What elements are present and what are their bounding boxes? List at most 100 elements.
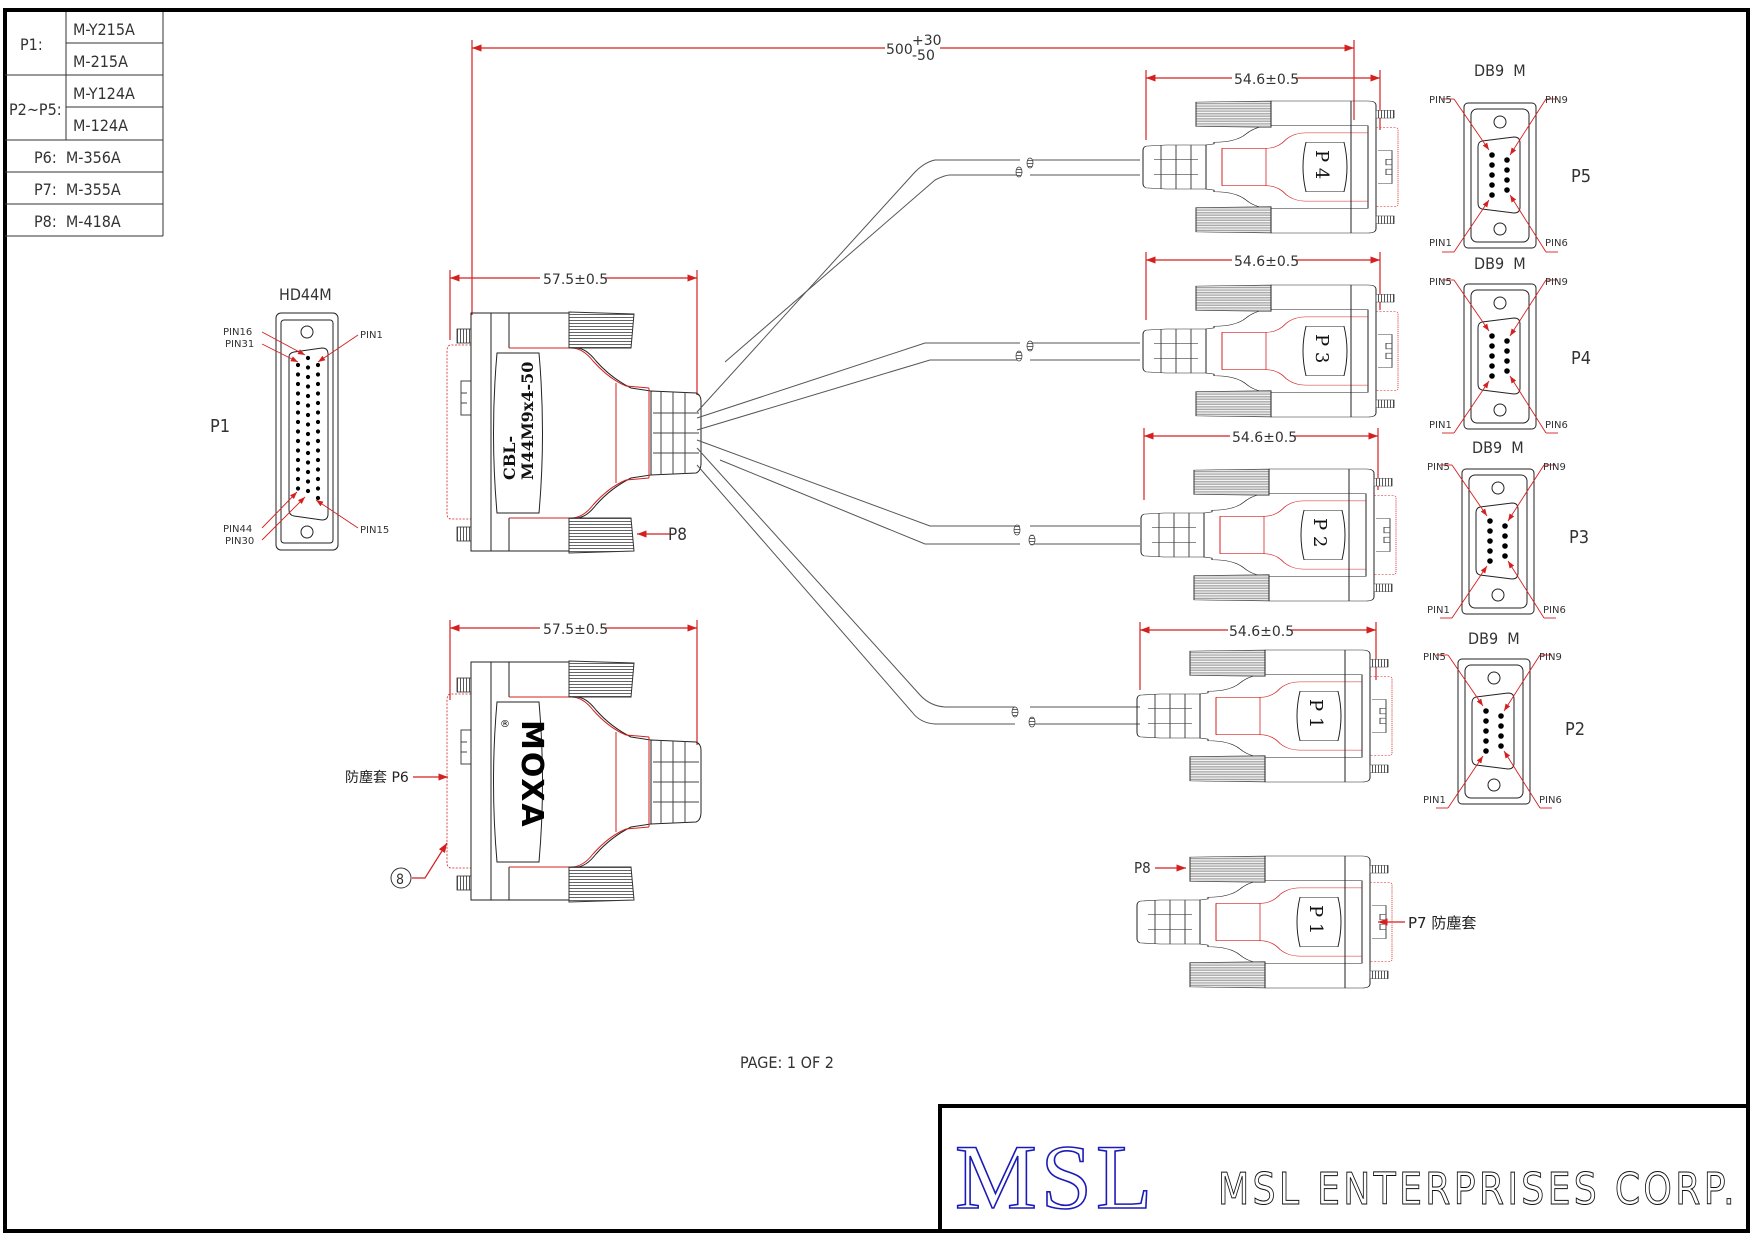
db9-p3-pin5: PIN5	[1427, 462, 1450, 473]
hd44-pin	[295, 467, 301, 472]
overall-length-dimension: 500 +30 -50	[471, 33, 1355, 315]
hd44-pin	[305, 479, 311, 484]
db9-pinout-p2-label: P2	[1565, 719, 1585, 740]
parts-value-m-y124a: M-Y124A	[73, 84, 135, 103]
db9-p5-pin6: PIN6	[1545, 238, 1568, 249]
callout-p7: P7 防塵套	[1408, 914, 1476, 932]
db9-p3-pin1: PIN1	[1427, 605, 1450, 616]
hd44-width-dimension: 57.5±0.5	[543, 272, 608, 288]
hd44-width-dimension-2: 57.5±0.5	[543, 622, 608, 638]
hd44m-pin31-label: PIN31	[225, 339, 254, 350]
hd44-pin	[295, 486, 301, 491]
hd44-pin	[305, 355, 311, 361]
parts-row-p8: P8: M-418A	[34, 212, 121, 231]
db9-connector-p3: 54.6±0.5 P 3	[1142, 252, 1399, 418]
parts-value-m-y215a: M-Y215A	[73, 20, 135, 39]
hd44-pin	[295, 400, 301, 406]
parts-table: P1: M-Y215A M-215A P2~P5: M-Y124A M-124A…	[5, 12, 164, 237]
hd44-pin	[315, 381, 321, 387]
db9-connector-label-p2: P 2	[1309, 518, 1330, 547]
db9-p4-pin1: PIN1	[1429, 420, 1452, 431]
parts-key-p2-p5: P2~P5:	[9, 100, 62, 119]
hd44-pin	[305, 422, 311, 427]
db9-width-dimension-p2: 54.6±0.5	[1232, 430, 1297, 446]
hd44-pin	[295, 362, 301, 368]
hd44-pin	[315, 457, 321, 463]
hd44-pin	[315, 448, 321, 453]
db9-p3-pin6: PIN6	[1543, 605, 1566, 616]
db9-connector-label-p3: P 3	[1311, 334, 1332, 363]
db9-connector-label-p4: P 4	[1311, 150, 1332, 179]
hd44-pin	[315, 476, 321, 482]
cable-part-label-line2: M44M9x4-50	[518, 362, 537, 480]
parts-key-p1: P1:	[20, 35, 43, 54]
hd44-pin	[295, 410, 301, 415]
hd44-pin	[305, 460, 311, 465]
db9-p4-pin9: PIN9	[1545, 277, 1568, 288]
db9-p5-pin1: PIN1	[1429, 238, 1452, 249]
hd44-pin	[295, 457, 301, 463]
hd44-pin	[305, 488, 311, 494]
db9-connector-label-detail: P 1	[1305, 905, 1326, 934]
sheet-border	[3, 8, 1750, 1233]
hd44-pin	[315, 429, 321, 434]
hd44-pin	[295, 448, 301, 453]
hd44-pin	[305, 374, 311, 380]
db9-width-dimension-p4: 54.6±0.5	[1234, 72, 1299, 88]
db9-pinout-p4-title: DB9 M	[1474, 254, 1526, 273]
db9-connector-detail: P 1 P8 P7 防塵套	[1134, 855, 1476, 989]
hd44-pin	[305, 384, 311, 389]
hd44-pin	[305, 441, 311, 446]
hd44-pin	[295, 419, 301, 425]
db9-p5-pin5: PIN5	[1429, 95, 1452, 106]
hd44m-pin15-label: PIN15	[360, 525, 389, 536]
hd44m-pin30-label: PIN30	[225, 536, 254, 547]
db9-pinout-p4-label: P4	[1571, 348, 1591, 369]
db9-p2-pin5: PIN5	[1423, 652, 1446, 663]
hd44-pin	[315, 410, 321, 415]
hd44-pin	[315, 362, 321, 368]
db9-p3-pin9: PIN9	[1543, 462, 1566, 473]
parts-row-p7: P7: M-355A	[34, 180, 121, 199]
hd44-pin	[295, 438, 301, 444]
company-name: MSL ENTERPRISES CORP.	[1218, 1164, 1738, 1215]
hd44-pin	[315, 438, 321, 444]
db9-p5-pin9: PIN9	[1545, 95, 1568, 106]
db9-pinout-p4: DB9 M PIN5 PIN9 PIN1 PIN6 P4	[1429, 254, 1591, 433]
db9-pinout-p2: DB9 M PIN5 PIN9 PIN1 PIN6 P2	[1423, 629, 1585, 808]
callout-p8-top: P8	[668, 525, 687, 545]
db9-pinout-p3: DB9 M PIN5 PIN9 PIN1 PIN6 P3	[1427, 438, 1589, 618]
db9-pinout-p5-title: DB9 M	[1474, 61, 1526, 80]
hd44-pin	[305, 431, 311, 437]
hd44-connector-moxa: 57.5±0.5 MOXA ® 防塵套 P6 8	[345, 620, 702, 903]
hd44m-title: HD44M	[279, 285, 332, 304]
db9-p2-pin9: PIN9	[1539, 652, 1562, 663]
item-8-number: 8	[396, 872, 404, 888]
hd44m-pinout: HD44M P1 PIN16 PIN31 PIN1 PIN44 PIN30 PI…	[210, 285, 389, 551]
db9-width-dimension-p1: 54.6±0.5	[1229, 624, 1294, 640]
hd44-pin	[305, 403, 311, 408]
db9-pinout-p3-title: DB9 M	[1472, 438, 1524, 457]
hd44-pin	[305, 469, 311, 475]
hd44-pin	[305, 365, 311, 370]
msl-logo: MSL	[955, 1126, 1156, 1228]
db9-p2-pin1: PIN1	[1423, 795, 1446, 806]
db9-pinout-p5-label: P5	[1571, 166, 1591, 187]
db9-connector-label-p1: P 1	[1305, 699, 1326, 728]
hd44-pin	[315, 372, 321, 377]
hd44-pin	[295, 429, 301, 434]
overall-length-tol-minus: -50	[912, 48, 935, 64]
cable-part-label-line1: CBL-	[500, 436, 519, 480]
callout-p6: 防塵套 P6	[345, 769, 409, 786]
hd44-pin	[305, 450, 311, 456]
hd44-connector-labeled: 57.5±0.5 CBL- M44M9x4-50 P8	[446, 270, 702, 554]
page-label: PAGE: 1 OF 2	[740, 1053, 834, 1072]
item-8-balloon	[390, 867, 412, 889]
hd44m-pin16-label: PIN16	[223, 327, 252, 338]
hd44-pin	[315, 391, 321, 396]
db9-p4-pin5: PIN5	[1429, 277, 1452, 288]
db9-connector-p1: 54.6±0.5 P 1	[1136, 622, 1393, 783]
db9-p4-pin6: PIN6	[1545, 420, 1568, 431]
hd44-pin	[295, 372, 301, 377]
